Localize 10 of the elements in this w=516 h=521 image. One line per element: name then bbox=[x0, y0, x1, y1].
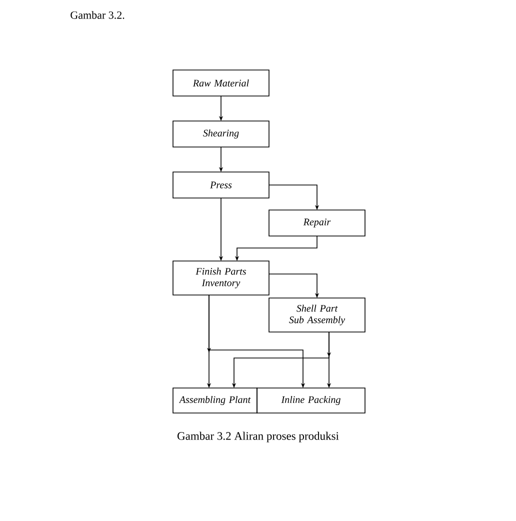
process-box: Raw Material bbox=[172, 70, 270, 96]
process-box: Press bbox=[172, 172, 270, 198]
process-box: Shearing bbox=[172, 120, 270, 148]
process-box: Repair bbox=[268, 210, 366, 236]
process-box: Finish Parts Inventory bbox=[172, 260, 270, 296]
note-text: Gambar 3.2. bbox=[70, 11, 124, 19]
process-box: Shell Part Sub Assembly bbox=[268, 298, 366, 332]
process-box: Assembling Plant bbox=[172, 388, 258, 414]
process-box: Inline Packing bbox=[256, 388, 366, 414]
caption: Gambar 3.2 Aliran proses produksi bbox=[178, 432, 339, 442]
